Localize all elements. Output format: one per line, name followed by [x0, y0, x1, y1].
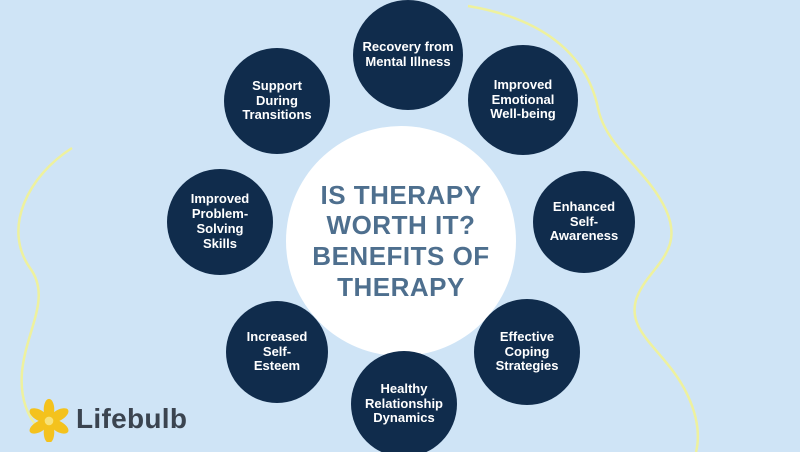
benefit-node-support-during-transitions: Support During Transitions: [224, 48, 330, 154]
diagram-title: IS THERAPY WORTH IT? BENEFITS OF THERAPY: [312, 179, 490, 302]
lifebulb-logo-text: Lifebulb: [76, 403, 188, 434]
benefit-node-improved-emotional-well-being: Improved Emotional Well-being: [468, 45, 578, 155]
benefit-node-enhanced-self-awareness: Enhanced Self- Awareness: [533, 171, 635, 273]
benefit-node-label: Recovery from Mental Illness: [362, 39, 454, 69]
benefit-node-label: Effective Coping Strategies: [495, 328, 559, 374]
benefit-node-label: Improved Emotional Well-being: [490, 76, 556, 122]
center-circle: IS THERAPY WORTH IT? BENEFITS OF THERAPY: [286, 126, 516, 356]
left-squiggle-line: [17, 146, 73, 429]
benefit-node-effective-coping-strategies: Effective Coping Strategies: [474, 299, 580, 405]
lifebulb-logo: Lifebulb: [26, 396, 187, 442]
lifebulb-flower-icon: [29, 398, 69, 442]
benefit-node-improved-problem-solving-skills: Improved Problem- Solving Skills: [167, 169, 273, 275]
benefit-node-label: Enhanced Self- Awareness: [549, 198, 619, 244]
benefit-node-label: Improved Problem- Solving Skills: [190, 191, 250, 251]
benefit-node-label: Increased Self- Esteem: [246, 328, 308, 374]
benefit-node-increased-self-esteem: Increased Self- Esteem: [226, 301, 328, 403]
benefit-node-label: Support During Transitions: [242, 77, 312, 123]
benefit-node-recovery-from-mental-illness: Recovery from Mental Illness: [353, 0, 463, 110]
benefit-node-healthy-relationship-dynamics: Healthy Relationship Dynamics: [351, 351, 457, 452]
benefit-node-label: Healthy Relationship Dynamics: [364, 380, 443, 426]
